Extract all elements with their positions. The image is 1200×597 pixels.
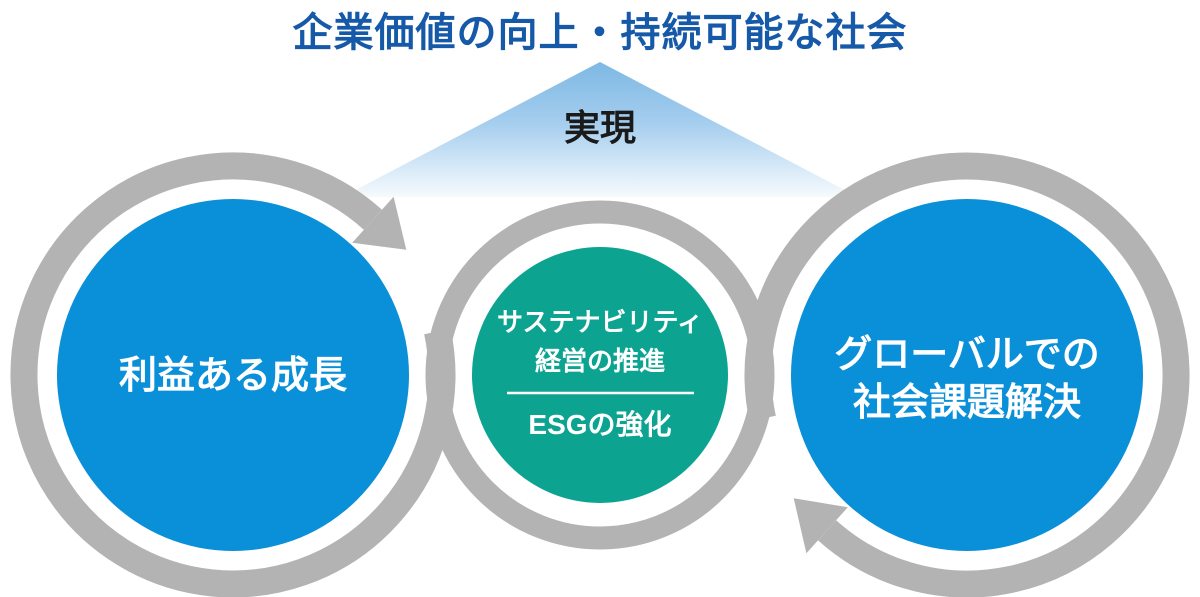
center-ring bbox=[425, 200, 775, 550]
left-circle bbox=[57, 199, 409, 551]
center-circle bbox=[472, 247, 728, 503]
left-cycle-arrowhead-icon bbox=[352, 196, 407, 250]
realization-triangle bbox=[342, 62, 858, 197]
left-cycle-arrow bbox=[10, 152, 456, 597]
page-title: 企業価値の向上・持続可能な社会 bbox=[293, 10, 908, 55]
esg-label: ESGの強化 bbox=[528, 409, 671, 440]
right-circle-label-line2: 社会課題解決 bbox=[853, 382, 1081, 424]
right-circle bbox=[791, 199, 1143, 551]
realization-label: 実現 bbox=[564, 107, 636, 148]
right-cycle-arrow bbox=[744, 152, 1190, 597]
right-circle-label-line1: グローバルでの bbox=[834, 334, 1100, 376]
center-circle-label-line1: サステナビリティ bbox=[497, 307, 703, 337]
center-circle-label-line2: 経営の推進 bbox=[535, 346, 665, 376]
right-cycle-arrowhead-icon bbox=[793, 498, 848, 554]
left-circle-label: 利益ある成長 bbox=[119, 355, 348, 397]
